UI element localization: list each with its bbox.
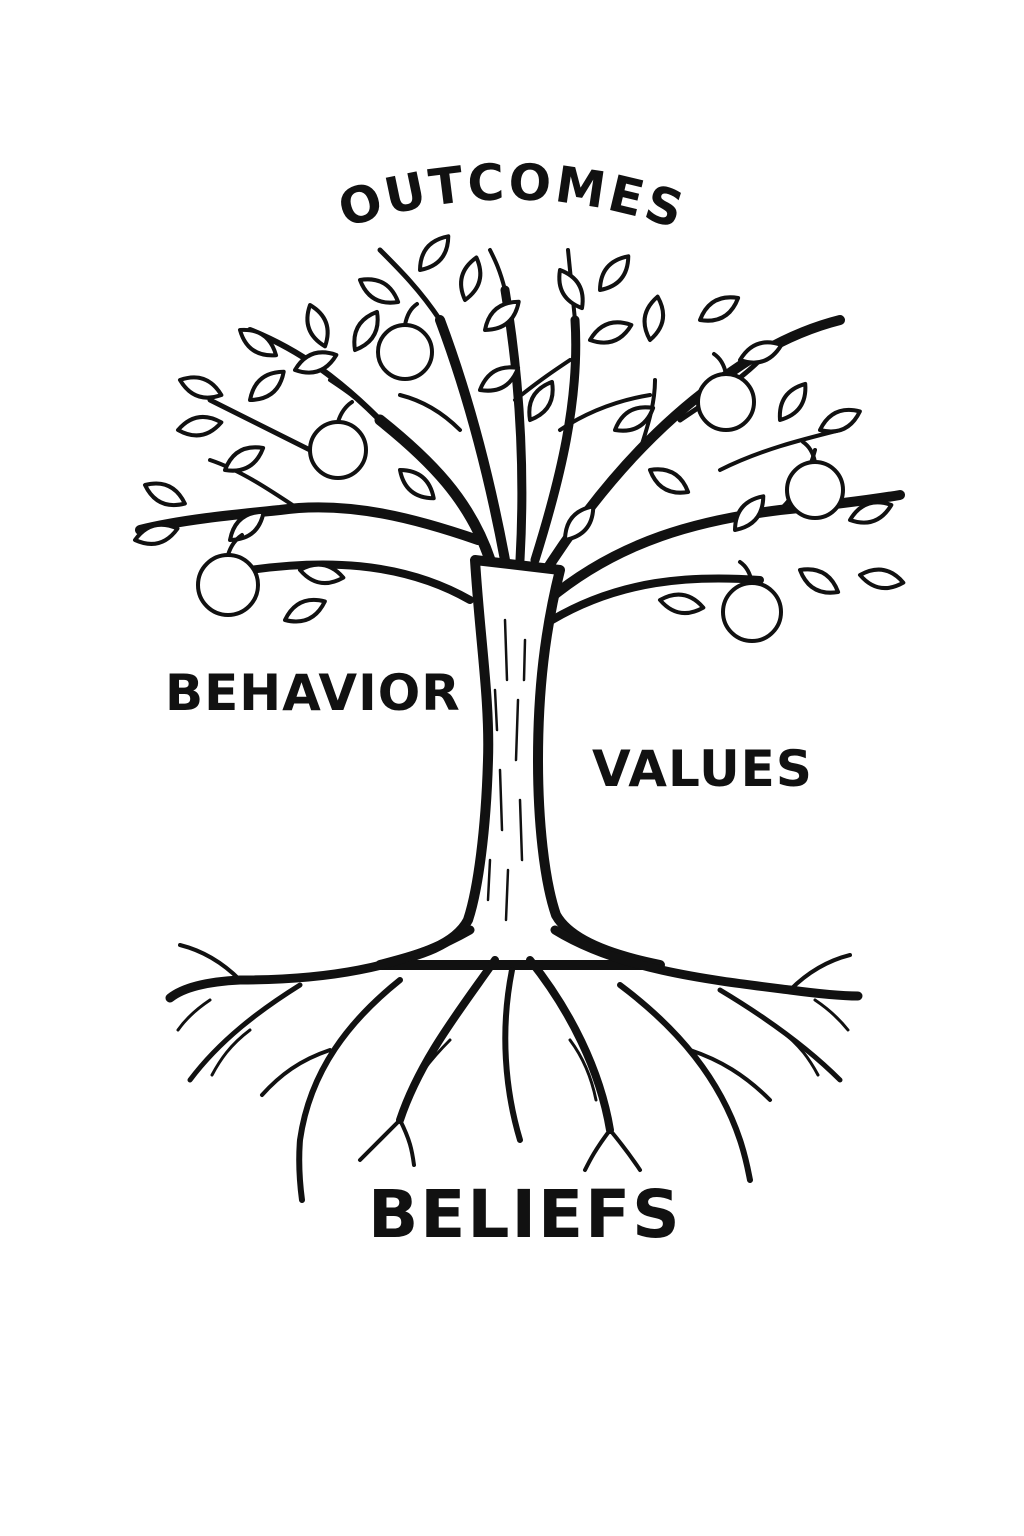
leaf-icon: [133, 522, 180, 546]
apple-icon: [721, 560, 783, 643]
leaf-icon: [798, 567, 841, 595]
leaf-icon: [305, 303, 330, 349]
leaf-icon: [588, 320, 634, 345]
leaf-icon: [358, 277, 401, 305]
leaf-icon-group: [133, 234, 906, 624]
leaf-icon: [176, 414, 224, 438]
tree-roots: [165, 925, 863, 1203]
leaf-icon: [642, 294, 666, 342]
leaf-icon: [598, 254, 631, 292]
leaf-icon: [483, 299, 521, 332]
leaf-icon: [613, 405, 656, 433]
label-outcomes-text: OUTCOMES: [332, 153, 690, 241]
leaf-icon: [248, 369, 286, 402]
leaf-icon: [238, 327, 279, 358]
leaf-icon: [283, 597, 327, 624]
label-beliefs: BELIEFS: [368, 1176, 682, 1253]
leaf-icon: [848, 500, 894, 525]
leaf-icon: [527, 379, 555, 422]
leaf-icon: [459, 255, 483, 302]
apple-icon: [376, 302, 434, 381]
leaf-icon: [658, 592, 706, 616]
apple-icon: [308, 400, 368, 480]
apple-icon-group: [196, 302, 845, 643]
leaf-icon: [777, 381, 808, 422]
label-values: VALUES: [592, 740, 813, 798]
leaf-icon: [818, 407, 862, 434]
leaf-icon: [557, 268, 585, 311]
leaf-icon: [733, 494, 766, 532]
leaf-icon: [143, 481, 187, 508]
label-outcomes: OUTCOMES: [332, 153, 693, 241]
leaf-icon: [563, 504, 596, 542]
leaf-icon: [418, 234, 451, 272]
leaf-icon: [698, 295, 741, 323]
leaf-icon: [478, 365, 521, 393]
leaf-icon: [738, 340, 784, 365]
leaf-icon: [178, 375, 224, 400]
tree-trunk: [375, 555, 665, 970]
leaf-icon: [228, 509, 266, 542]
leaf-icon: [293, 350, 339, 375]
leaf-icon: [298, 562, 346, 586]
apple-icon: [696, 352, 756, 432]
leaf-icon: [648, 467, 691, 495]
apple-icon: [196, 533, 260, 617]
leaf-icon: [223, 445, 266, 473]
label-behavior: BEHAVIOR: [165, 664, 461, 722]
leaf-icon: [858, 567, 906, 591]
leaf-icon: [352, 309, 380, 352]
leaf-icon: [398, 468, 436, 501]
apple-icon: [785, 440, 845, 520]
